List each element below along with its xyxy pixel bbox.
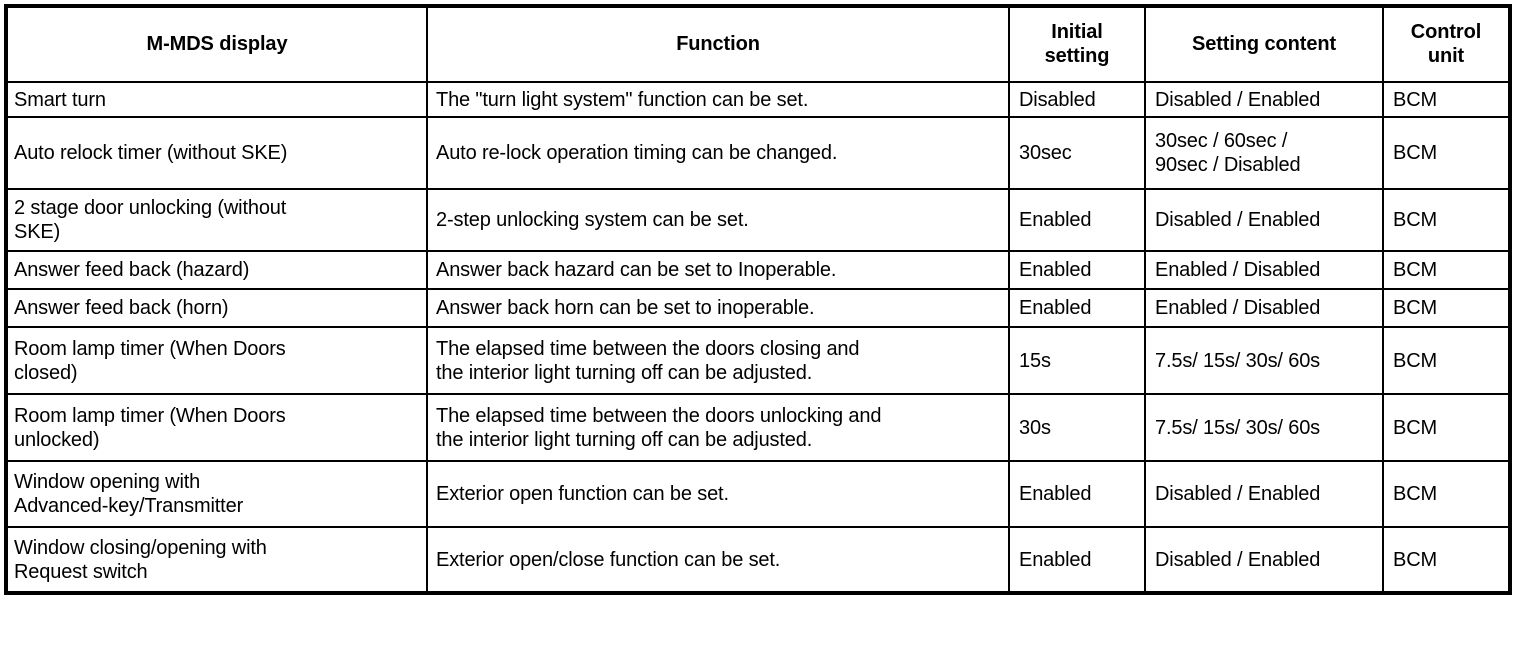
- cell-function: The "turn light system" function can be …: [426, 81, 1010, 118]
- cell-control-unit: BCM: [1382, 116, 1511, 190]
- cell-control-unit: BCM: [1382, 526, 1511, 594]
- cell-initial-setting: 30s: [1008, 393, 1146, 462]
- column-header-control-unit: Control unit: [1382, 5, 1511, 83]
- cell-function: Answer back horn can be set to inoperabl…: [426, 288, 1010, 328]
- cell-setting-content: 30sec / 60sec / 90sec / Disabled: [1144, 116, 1384, 190]
- customization-function-table: M-MDS display Function Initial setting S…: [4, 4, 1512, 595]
- table-header: M-MDS display Function Initial setting S…: [5, 5, 1511, 83]
- table-row: 2 stage door unlocking (without SKE) 2-s…: [5, 188, 1511, 252]
- table-row: Auto relock timer (without SKE) Auto re-…: [5, 116, 1511, 190]
- cell-display: Room lamp timer (When Doors unlocked): [5, 393, 428, 462]
- cell-setting-content: Disabled / Enabled: [1144, 526, 1384, 594]
- cell-control-unit: BCM: [1382, 250, 1511, 290]
- cell-setting-content: 7.5s/ 15s/ 30s/ 60s: [1144, 326, 1384, 395]
- column-header-display: M-MDS display: [5, 5, 428, 83]
- cell-display: Window opening with Advanced-key/Transmi…: [5, 460, 428, 528]
- column-header-initial-setting: Initial setting: [1008, 5, 1146, 83]
- cell-setting-content: Enabled / Disabled: [1144, 288, 1384, 328]
- cell-control-unit: BCM: [1382, 288, 1511, 328]
- cell-display: Answer feed back (hazard): [5, 250, 428, 290]
- cell-control-unit: BCM: [1382, 393, 1511, 462]
- table-row: Room lamp timer (When Doors unlocked) Th…: [5, 393, 1511, 462]
- cell-setting-content: Disabled / Enabled: [1144, 188, 1384, 252]
- cell-setting-content: Enabled / Disabled: [1144, 250, 1384, 290]
- cell-control-unit: BCM: [1382, 326, 1511, 395]
- cell-function: The elapsed time between the doors closi…: [426, 326, 1010, 395]
- cell-function: 2-step unlocking system can be set.: [426, 188, 1010, 252]
- cell-display: Answer feed back (horn): [5, 288, 428, 328]
- table-body: Smart turn The "turn light system" funct…: [5, 81, 1511, 594]
- cell-function: Exterior open function can be set.: [426, 460, 1010, 528]
- table-row: Answer feed back (hazard) Answer back ha…: [5, 250, 1511, 290]
- cell-display: Window closing/opening with Request swit…: [5, 526, 428, 594]
- cell-function: The elapsed time between the doors unloc…: [426, 393, 1010, 462]
- cell-initial-setting: Enabled: [1008, 188, 1146, 252]
- cell-function: Exterior open/close function can be set.: [426, 526, 1010, 594]
- table-row: Smart turn The "turn light system" funct…: [5, 81, 1511, 118]
- cell-initial-setting: 15s: [1008, 326, 1146, 395]
- cell-display: Auto relock timer (without SKE): [5, 116, 428, 190]
- cell-setting-content: Disabled / Enabled: [1144, 460, 1384, 528]
- cell-setting-content: Disabled / Enabled: [1144, 81, 1384, 118]
- cell-display: Room lamp timer (When Doors closed): [5, 326, 428, 395]
- cell-initial-setting: Disabled: [1008, 81, 1146, 118]
- cell-control-unit: BCM: [1382, 188, 1511, 252]
- cell-display: Smart turn: [5, 81, 428, 118]
- cell-control-unit: BCM: [1382, 81, 1511, 118]
- column-header-function: Function: [426, 5, 1010, 83]
- cell-initial-setting: Enabled: [1008, 250, 1146, 290]
- cell-initial-setting: 30sec: [1008, 116, 1146, 190]
- table-row: Window opening with Advanced-key/Transmi…: [5, 460, 1511, 528]
- cell-function: Auto re-lock operation timing can be cha…: [426, 116, 1010, 190]
- cell-initial-setting: Enabled: [1008, 288, 1146, 328]
- cell-initial-setting: Enabled: [1008, 460, 1146, 528]
- cell-display: 2 stage door unlocking (without SKE): [5, 188, 428, 252]
- cell-function: Answer back hazard can be set to Inopera…: [426, 250, 1010, 290]
- table-row: Room lamp timer (When Doors closed) The …: [5, 326, 1511, 395]
- column-header-setting-content: Setting content: [1144, 5, 1384, 83]
- cell-setting-content: 7.5s/ 15s/ 30s/ 60s: [1144, 393, 1384, 462]
- cell-initial-setting: Enabled: [1008, 526, 1146, 594]
- table-row: Window closing/opening with Request swit…: [5, 526, 1511, 594]
- table-header-row: M-MDS display Function Initial setting S…: [5, 5, 1511, 83]
- table-row: Answer feed back (horn) Answer back horn…: [5, 288, 1511, 328]
- cell-control-unit: BCM: [1382, 460, 1511, 528]
